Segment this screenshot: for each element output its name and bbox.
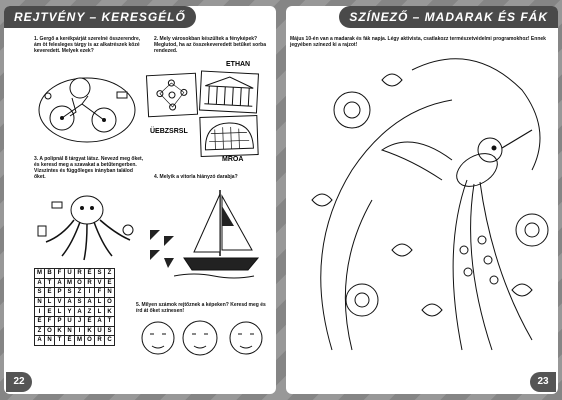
grid-cell: L bbox=[94, 296, 105, 308]
grid-cell: K bbox=[54, 325, 65, 337]
grid-cell: K bbox=[104, 306, 115, 317]
grid-cell: R bbox=[74, 268, 85, 279]
grid-cell: Ü bbox=[94, 325, 105, 337]
grid-cell: T bbox=[44, 277, 55, 289]
grid-cell: I bbox=[74, 325, 85, 337]
right-banner: SZÍNEZŐ – MADARAK ÉS FÁK bbox=[339, 6, 558, 28]
question-3: 3. A polipnál 8 tárgyat látsz. Nevezd me… bbox=[34, 156, 144, 180]
grid-cell: N bbox=[64, 325, 75, 337]
grid-cell: R bbox=[84, 277, 95, 289]
question-4: 4. Melyik a vitorla hiányzó darabja? bbox=[154, 174, 238, 180]
grid-cell: U bbox=[64, 315, 75, 327]
grid-cell: Z bbox=[104, 268, 115, 279]
grid-cell: A bbox=[94, 315, 105, 327]
left-page: REJTVÉNY – KERESGÉLŐ 1. Gergő a kerékpár… bbox=[4, 6, 276, 394]
atomium-photo bbox=[145, 72, 199, 118]
grid-cell: E bbox=[104, 277, 115, 289]
grid-cell: F bbox=[44, 315, 55, 327]
grid-cell: F bbox=[94, 287, 105, 298]
bike-mechanic-illustration bbox=[38, 77, 136, 143]
question-5: 5. Milyen számok rejtőznek a képeken? Ke… bbox=[136, 302, 266, 314]
page-number-left: 22 bbox=[6, 372, 32, 392]
grid-cell: Z bbox=[34, 325, 45, 337]
grid-cell: T bbox=[104, 315, 115, 327]
grid-cell: P bbox=[54, 315, 65, 327]
grid-cell: S bbox=[104, 325, 115, 337]
grid-cell: A bbox=[34, 335, 45, 346]
grid-cell: N bbox=[44, 335, 55, 346]
sailboat-illustration bbox=[174, 190, 260, 279]
grid-cell: Í bbox=[84, 287, 95, 298]
grid-cell: L bbox=[44, 296, 55, 308]
grid-cell: Z bbox=[84, 306, 95, 317]
grid-cell: F bbox=[54, 268, 65, 279]
grid-cell: M bbox=[64, 277, 75, 289]
question-1: 1. Gergő a kerékpárját szerelné összeren… bbox=[34, 36, 141, 54]
grid-cell: É bbox=[64, 335, 75, 346]
grid-cell: O bbox=[44, 325, 55, 337]
grid-cell: N bbox=[104, 287, 115, 298]
grid-cell: V bbox=[54, 296, 65, 308]
grid-cell: S bbox=[74, 296, 85, 308]
question-2: 2. Mely városokban készültek a fényképek… bbox=[154, 36, 266, 54]
grid-cell: I bbox=[34, 306, 45, 317]
grid-cell: Ö bbox=[74, 277, 85, 289]
left-banner: REJTVÉNY – KERESGÉLŐ bbox=[4, 6, 196, 28]
faces-illustration bbox=[141, 320, 263, 356]
city-label-2: MROA bbox=[222, 156, 244, 163]
grid-cell: É bbox=[34, 315, 45, 327]
grid-cell: C bbox=[104, 335, 115, 346]
grid-cell: V bbox=[94, 277, 105, 289]
coloring-intro: Május 10-én van a madarak és fák napja. … bbox=[290, 36, 546, 48]
grid-cell: R bbox=[94, 335, 105, 346]
grid-cell: N bbox=[34, 296, 45, 308]
grid-cell: M bbox=[34, 268, 45, 279]
grid-cell: P bbox=[54, 287, 65, 298]
grid-cell: É bbox=[84, 268, 95, 279]
octopus-illustration bbox=[37, 195, 134, 261]
grid-cell: A bbox=[34, 277, 45, 289]
grid-cell: É bbox=[84, 315, 95, 327]
grid-cell: A bbox=[64, 296, 75, 308]
city-label-0: ETHAN bbox=[226, 61, 251, 68]
right-page: SZÍNEZŐ – MADARAK ÉS FÁK Május 10-én van… bbox=[286, 6, 558, 394]
page-number-right: 23 bbox=[530, 372, 556, 392]
grid-cell: O bbox=[84, 335, 95, 346]
sail-piece-options bbox=[150, 230, 174, 268]
grid-cell: B bbox=[44, 268, 55, 279]
grid-cell: E bbox=[44, 287, 55, 298]
grid-cell: E bbox=[44, 306, 55, 317]
hummingbird-coloring-illustration bbox=[311, 58, 549, 351]
grid-cell: A bbox=[74, 306, 85, 317]
grid-cell: Ü bbox=[64, 268, 75, 279]
grid-cell: Ó bbox=[104, 296, 115, 308]
grid-cell: Z bbox=[74, 287, 85, 298]
grid-cell: A bbox=[84, 296, 95, 308]
colosseum-photo bbox=[199, 115, 259, 157]
grid-cell: K bbox=[84, 325, 95, 337]
parthenon-photo bbox=[198, 70, 260, 114]
grid-cell: S bbox=[64, 287, 75, 298]
grid-cell: S bbox=[34, 287, 45, 298]
grid-cell: L bbox=[94, 306, 105, 317]
grid-cell: T bbox=[54, 335, 65, 346]
grid-cell: Á bbox=[54, 277, 65, 289]
grid-cell: J bbox=[74, 315, 85, 327]
city-label-1: ÜEBZSRSL bbox=[150, 128, 188, 135]
grid-cell: Y bbox=[64, 306, 75, 317]
grid-cell: L bbox=[54, 306, 65, 317]
grid-cell: S bbox=[94, 268, 105, 279]
grid-cell: M bbox=[74, 335, 85, 346]
